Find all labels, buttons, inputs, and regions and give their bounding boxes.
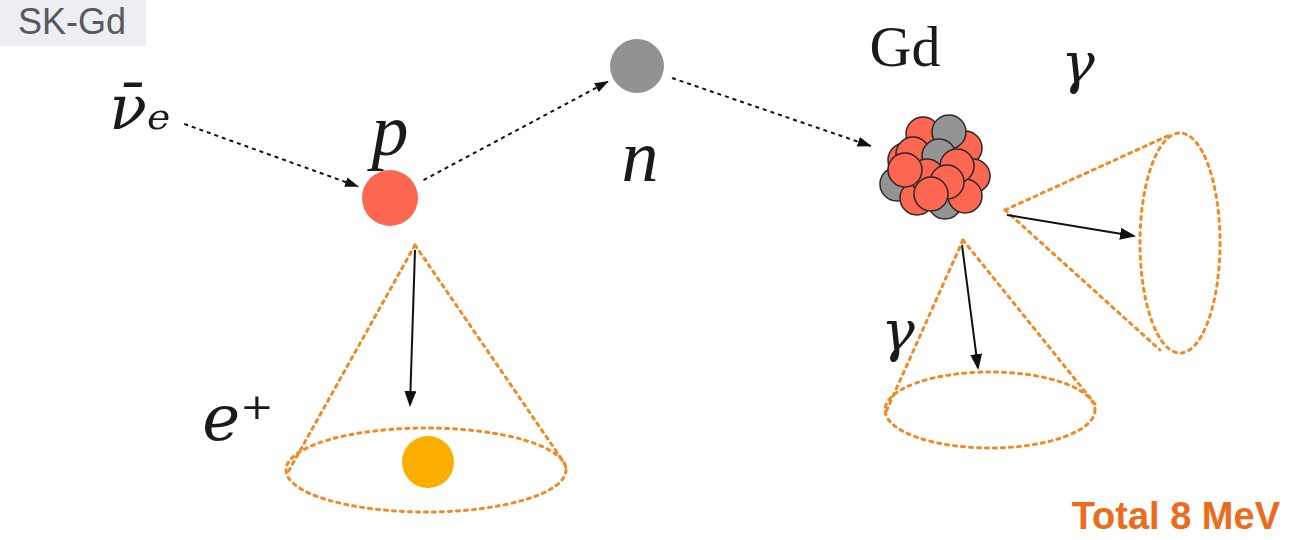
dashed-arrow (184, 124, 358, 187)
gamma-arrow (962, 245, 978, 368)
particle-label: γ (881, 298, 914, 363)
gamma-cone (885, 240, 1095, 448)
proton-circle: p (362, 170, 418, 226)
particle-symbol: ν̄ₑ (105, 70, 175, 145)
particle-symbol: p (372, 88, 409, 173)
particle-label: γ (1061, 30, 1094, 95)
particle-label-node: ν̄ₑ (105, 70, 175, 145)
particle-ball (610, 39, 664, 93)
gadolinium-nucleus: Gd (873, 106, 997, 230)
gamma-arrow (1007, 215, 1134, 236)
neutron-circle: n (610, 39, 664, 93)
particle-ball (362, 170, 418, 226)
nucleon-ball (914, 177, 948, 211)
nucleus-cluster (873, 106, 997, 230)
title-tab: SK-Gd (0, 0, 146, 46)
dashed-arrow (672, 78, 871, 146)
positron-cone (286, 245, 566, 512)
nucleon-ball (888, 153, 922, 187)
gamma-cone (1005, 133, 1220, 353)
particle-ball (610, 39, 664, 93)
particle-ball (362, 170, 418, 226)
particle-label: e⁺ (202, 381, 274, 455)
particle-symbol: n (622, 114, 659, 199)
annihilation-dot (402, 436, 454, 488)
particle-symbol: Gd (870, 13, 941, 80)
dashed-arrow (424, 82, 608, 181)
energy-note: Total 8 MeV (1072, 495, 1280, 538)
positron-arrow (410, 250, 415, 405)
